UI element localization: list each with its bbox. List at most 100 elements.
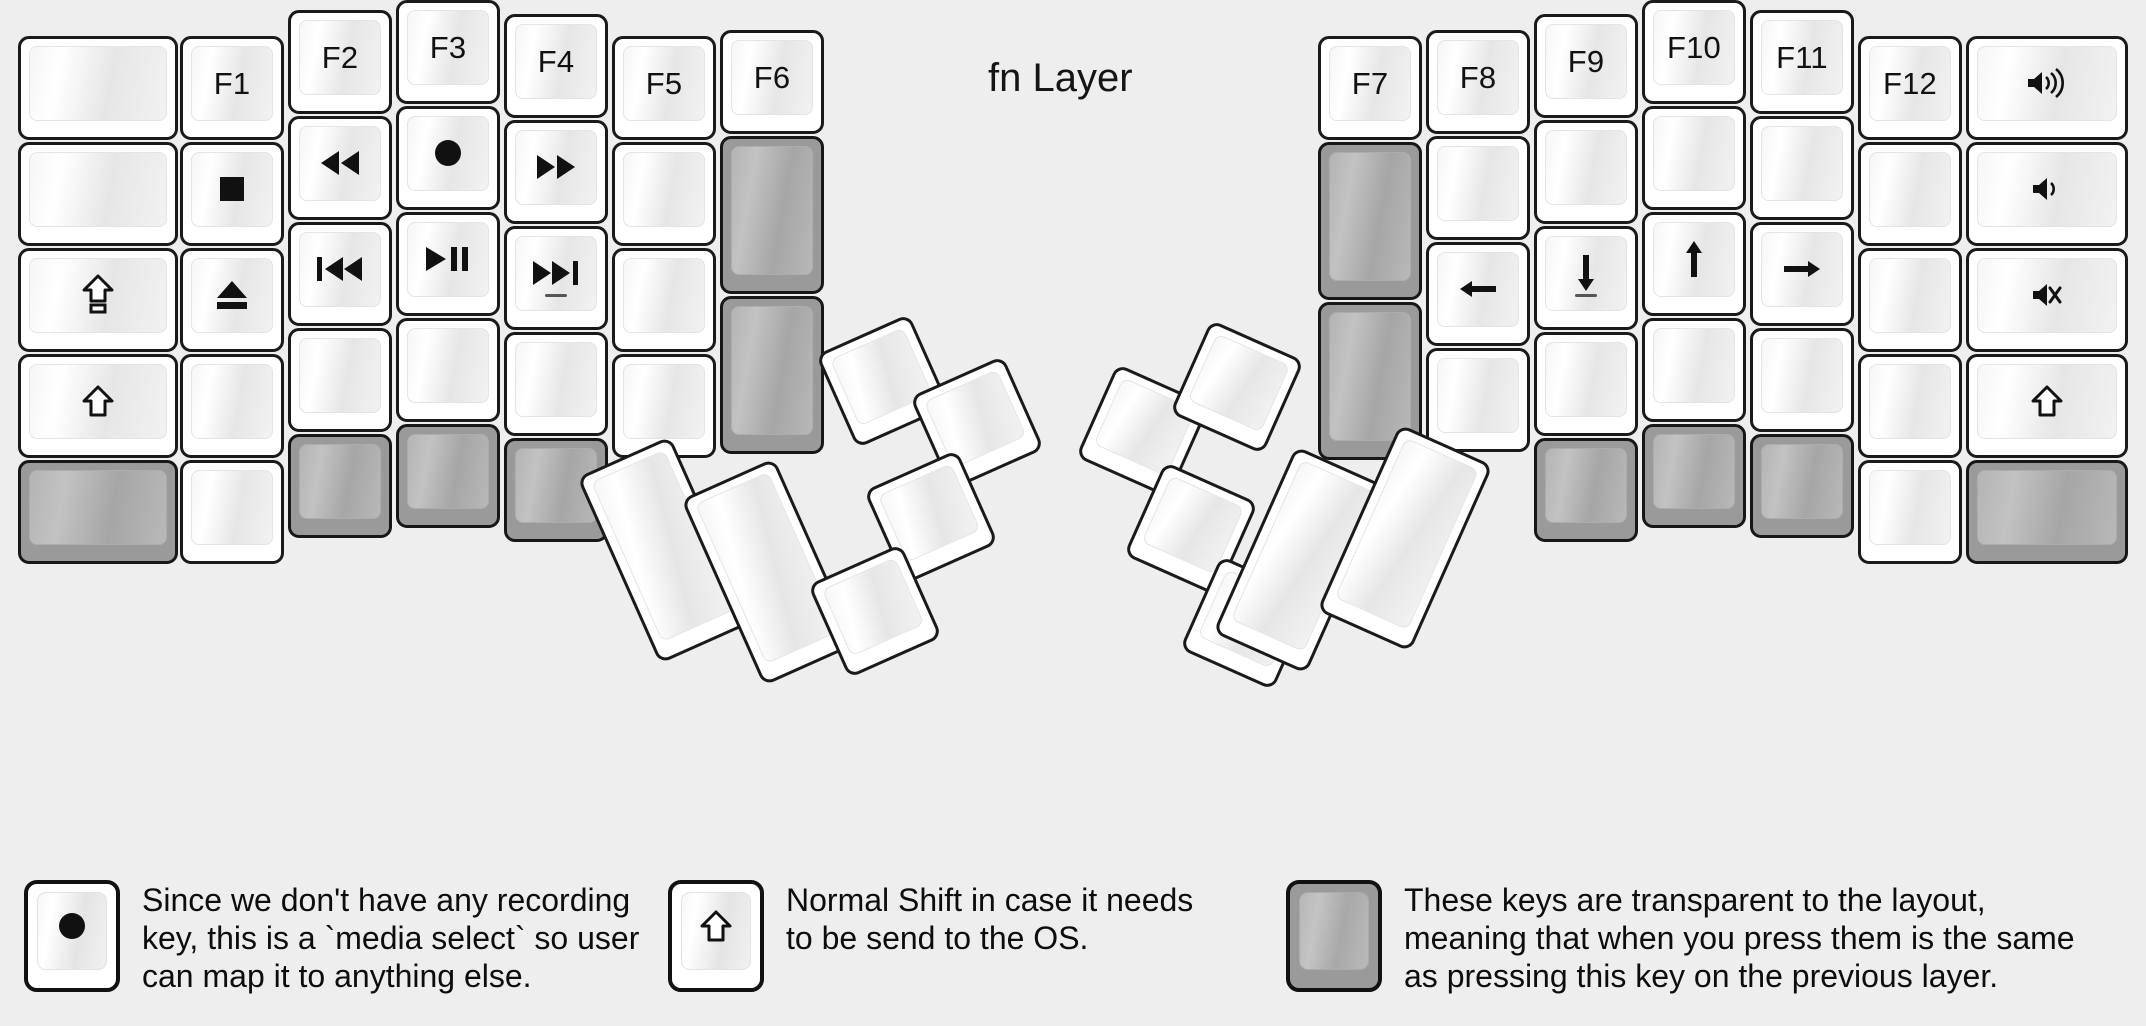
key-legend-icon [81,274,115,326]
right-index-col-key-1[interactable]: F9 [1534,14,1638,118]
right-inner-col-key-3[interactable] [1426,242,1530,346]
arrow-down-icon [1578,255,1594,291]
right-ring-col-key-1[interactable]: F11 [1750,10,1854,114]
keycap-face [1329,312,1411,441]
right-index-col-key-4[interactable] [1534,332,1638,436]
key-legend-icon [2030,174,2064,214]
right-inner-col-key-4[interactable] [1426,348,1530,452]
key-label: F11 [1776,40,1828,75]
right-innermost-col-key-2[interactable] [1318,142,1422,300]
stop-icon [220,177,244,201]
right-middle-col-key-2[interactable] [1642,106,1746,210]
keycap-face [1869,152,1951,227]
right-ring-col-key-5[interactable] [1750,434,1854,538]
keycap-face [1761,126,1843,201]
left-ring-col-key-4[interactable] [288,328,392,432]
keycap-face [515,24,597,99]
left-pinky-col-key-1[interactable]: F1 [180,36,284,140]
left-inner-col-key-1[interactable]: F5 [612,36,716,140]
legend: Since we don't have any recording key, t… [0,880,2146,1026]
keycap-face [1437,358,1519,433]
right-index-col-key-3[interactable] [1534,226,1638,330]
left-outer-col-key-1[interactable] [18,36,178,140]
keycap-face [1545,342,1627,417]
arrow-up-icon [1686,241,1702,277]
legend-item-3: These keys are transparent to the layout… [1286,880,2075,995]
right-ring-col-key-2[interactable] [1750,116,1854,220]
page-title: fn Layer [988,56,1133,100]
right-outer-col-key-3[interactable] [1966,248,2128,352]
left-inner-col-key-3[interactable] [612,248,716,352]
right-index-col-key-5[interactable] [1534,438,1638,542]
record-icon [59,912,85,939]
key-label: F12 [1882,66,1938,101]
left-middle-col-key-1[interactable]: F3 [396,0,500,104]
keycap-face [29,470,167,545]
caps-lock-arrow-icon [82,274,114,314]
left-middle-col-key-4[interactable] [396,318,500,422]
right-middle-col-key-1[interactable]: F10 [1642,0,1746,104]
left-innermost-col-key-3[interactable] [720,296,824,454]
left-index-col-key-3[interactable] [504,226,608,330]
left-innermost-col-key-1[interactable]: F6 [720,30,824,134]
volume-down-icon [2033,178,2055,200]
right-pinky-col-key-4[interactable] [1858,354,1962,458]
keycap-face [515,342,597,417]
right-pinky-col-key-1[interactable]: F12 [1858,36,1962,140]
left-ring-col-key-2[interactable] [288,116,392,220]
left-outer-col-key-2[interactable] [18,142,178,246]
right-outer-col-key-5[interactable] [1966,460,2128,564]
right-ring-col-key-3[interactable] [1750,222,1854,326]
right-index-col-key-2[interactable] [1534,120,1638,224]
right-pinky-col-key-2[interactable] [1858,142,1962,246]
left-middle-col-key-2[interactable] [396,106,500,210]
right-middle-col-key-5[interactable] [1642,424,1746,528]
right-inner-col-key-1[interactable]: F8 [1426,30,1530,134]
keycap-face [1761,444,1843,519]
left-index-col-key-2[interactable] [504,120,608,224]
left-pinky-col-key-3[interactable] [180,248,284,352]
left-index-col-key-1[interactable]: F4 [504,14,608,118]
right-middle-col-key-3[interactable] [1642,212,1746,316]
left-pinky-col-key-5[interactable] [180,460,284,564]
left-pinky-col-key-2[interactable] [180,142,284,246]
right-outer-col-key-1[interactable] [1966,36,2128,140]
keycap-face [1761,232,1843,307]
right-outer-col-key-2[interactable] [1966,142,2128,246]
right-pinky-col-key-5[interactable] [1858,460,1962,564]
key-label: F3 [429,30,467,65]
keycap-face [1653,434,1735,509]
left-ring-col-key-3[interactable] [288,222,392,326]
key-legend-icon [2030,280,2064,320]
left-outer-col-key-3[interactable] [18,248,178,352]
legend-key-sample [1286,880,1382,992]
right-innermost-col-key-1[interactable]: F7 [1318,36,1422,140]
keycap-face [1545,130,1627,205]
left-inner-col-key-2[interactable] [612,142,716,246]
left-pinky-col-key-4[interactable] [180,354,284,458]
right-innermost-col-key-3[interactable] [1318,302,1422,460]
right-pinky-col-key-3[interactable] [1858,248,1962,352]
left-outer-col-key-5[interactable] [18,460,178,564]
keycap-face [1869,364,1951,439]
right-outer-col-key-4[interactable] [1966,354,2128,458]
left-outer-col-key-4[interactable] [18,354,178,458]
right-middle-col-key-4[interactable] [1642,318,1746,422]
right-ring-col-key-4[interactable] [1750,328,1854,432]
left-middle-col-key-5[interactable] [396,424,500,528]
key-label: F8 [1459,60,1497,95]
left-innermost-col-key-2[interactable] [720,136,824,294]
right-inner-col-key-2[interactable] [1426,136,1530,240]
left-ring-col-key-1[interactable]: F2 [288,10,392,114]
key-legend-icon [1458,275,1498,313]
keycap-face [1329,46,1411,121]
left-index-col-key-4[interactable] [504,332,608,436]
keycap-face [1653,10,1735,85]
left-middle-col-key-3[interactable] [396,212,500,316]
keycap-face [1329,152,1411,281]
keycap-face [821,557,925,657]
volume-mute-icon [2033,284,2062,306]
keycap-face [1977,46,2117,121]
keycap-face [191,364,273,439]
left-ring-col-key-5[interactable] [288,434,392,538]
